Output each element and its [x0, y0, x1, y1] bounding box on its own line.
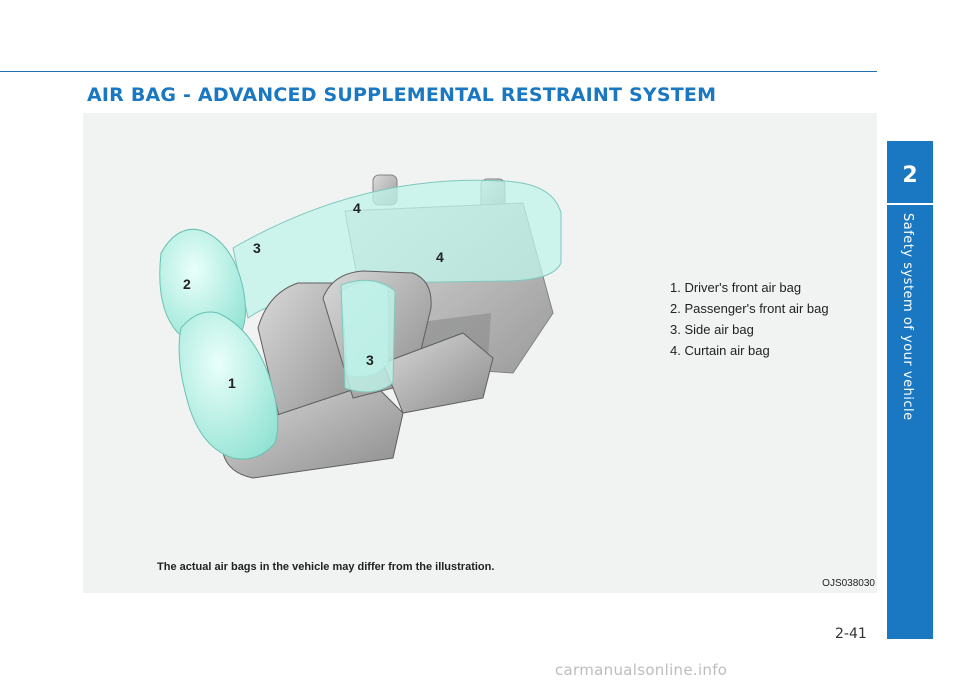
callout-label: 4: [436, 249, 444, 265]
chapter-tab: 2 Safety system of your vehicle: [887, 141, 933, 639]
figure-code: OJS038030: [822, 578, 875, 589]
callout-label: 3: [253, 240, 261, 256]
legend-item: 2. Passenger's front air bag: [670, 301, 829, 316]
airbag-illustration: 1 2 3 3 4 4: [159, 174, 562, 479]
airbag-figure: 1 2 3 3 4 4 1. Driver's front air bag 2.…: [83, 113, 877, 593]
page-number: 2-41: [835, 626, 867, 642]
callout-label: 1: [228, 375, 236, 391]
chapter-title: Safety system of your vehicle: [900, 213, 915, 421]
chapter-number: 2: [902, 163, 918, 188]
page-title: AIR BAG - ADVANCED SUPPLEMENTAL RESTRAIN…: [87, 84, 717, 106]
legend-item: 4. Curtain air bag: [670, 343, 770, 358]
chapter-divider: [887, 203, 933, 205]
callout-label: 2: [183, 276, 191, 292]
figure-caption: The actual air bags in the vehicle may d…: [157, 561, 495, 573]
airbag-legend: 1. Driver's front air bag 2. Passenger's…: [670, 277, 829, 361]
callout-label: 3: [366, 352, 374, 368]
driver-airbag-shape: [178, 311, 279, 460]
header-rule: [0, 71, 877, 72]
side-airbag-shape: [340, 279, 396, 393]
legend-item: 1. Driver's front air bag: [670, 280, 802, 295]
watermark-text: carmanualsonline.info: [555, 661, 728, 679]
callout-label: 4: [353, 200, 361, 216]
legend-item: 3. Side air bag: [670, 322, 754, 337]
